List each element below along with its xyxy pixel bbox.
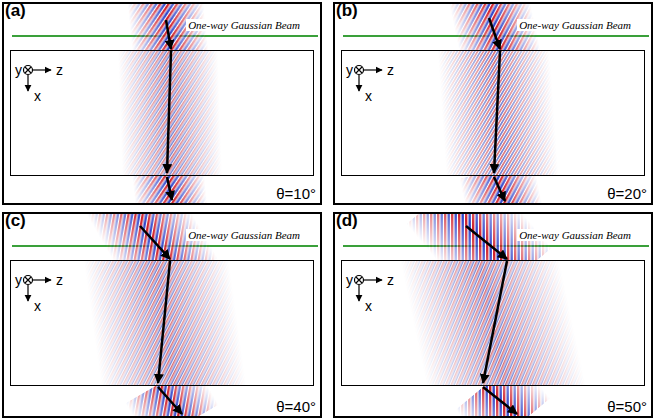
slab-region: y zx <box>10 50 314 176</box>
axis-label: y <box>346 273 353 288</box>
panel-tag: (b) <box>336 2 358 21</box>
slab-region: y zx <box>10 260 314 386</box>
beam-label: One-way Gaussian Beam <box>517 229 633 241</box>
slab-region: y zx <box>341 260 645 386</box>
slab-field <box>118 51 223 175</box>
ray-arrow <box>166 20 172 200</box>
transmitted-beam <box>132 176 208 203</box>
figure-panel: (d) One-way Gaussian Beam θ=50° y zx <box>333 212 653 418</box>
axis-label: z <box>56 273 63 288</box>
figure-panel: (c) One-way Gaussian Beam θ=40° y zx <box>2 212 322 418</box>
panel-tag: (d) <box>336 212 358 231</box>
axis-symbol <box>355 66 383 92</box>
angle-label: θ=20° <box>606 186 648 203</box>
slab-field <box>83 261 247 385</box>
axis-symbol <box>355 276 383 302</box>
angle-label: θ=50° <box>606 399 648 416</box>
angle-label: θ=40° <box>275 399 317 416</box>
axis-label: y <box>346 63 353 78</box>
transmitted-beam <box>456 386 551 416</box>
axis-label: z <box>56 63 63 78</box>
transmitted-beam <box>459 176 542 203</box>
axis-label: y <box>15 63 22 78</box>
panel-illustration <box>12 168 318 420</box>
angle-label: θ=10° <box>275 186 317 203</box>
axis-label: x <box>34 89 41 104</box>
axis-label: z <box>387 273 394 288</box>
figure-panel: (a) One-way Gaussian Beam θ=10° y zx <box>2 2 322 205</box>
slab-field <box>400 261 586 385</box>
axis-label: z <box>387 63 394 78</box>
axis-symbol <box>24 276 52 302</box>
panel-illustration <box>12 0 318 216</box>
slab-field <box>437 51 559 175</box>
axis-label: x <box>365 299 372 314</box>
transmitted-beam <box>125 386 218 416</box>
beam-label: One-way Gaussian Beam <box>186 229 302 241</box>
axis-label: x <box>34 299 41 314</box>
beam-label: One-way Gaussian Beam <box>186 19 302 31</box>
axis-label: y <box>15 273 22 288</box>
axis-label: x <box>365 89 372 104</box>
slab-region: y zx <box>341 50 645 176</box>
panel-illustration <box>343 0 649 221</box>
beam-label: One-way Gaussian Beam <box>517 19 633 31</box>
figure-panel: (b) One-way Gaussian Beam θ=20° y zx <box>333 2 653 205</box>
axis-symbol <box>24 66 52 92</box>
panel-tag: (c) <box>5 212 26 231</box>
panel-tag: (a) <box>5 2 26 21</box>
panel-illustration <box>343 162 649 420</box>
ray-arrow <box>489 18 505 201</box>
